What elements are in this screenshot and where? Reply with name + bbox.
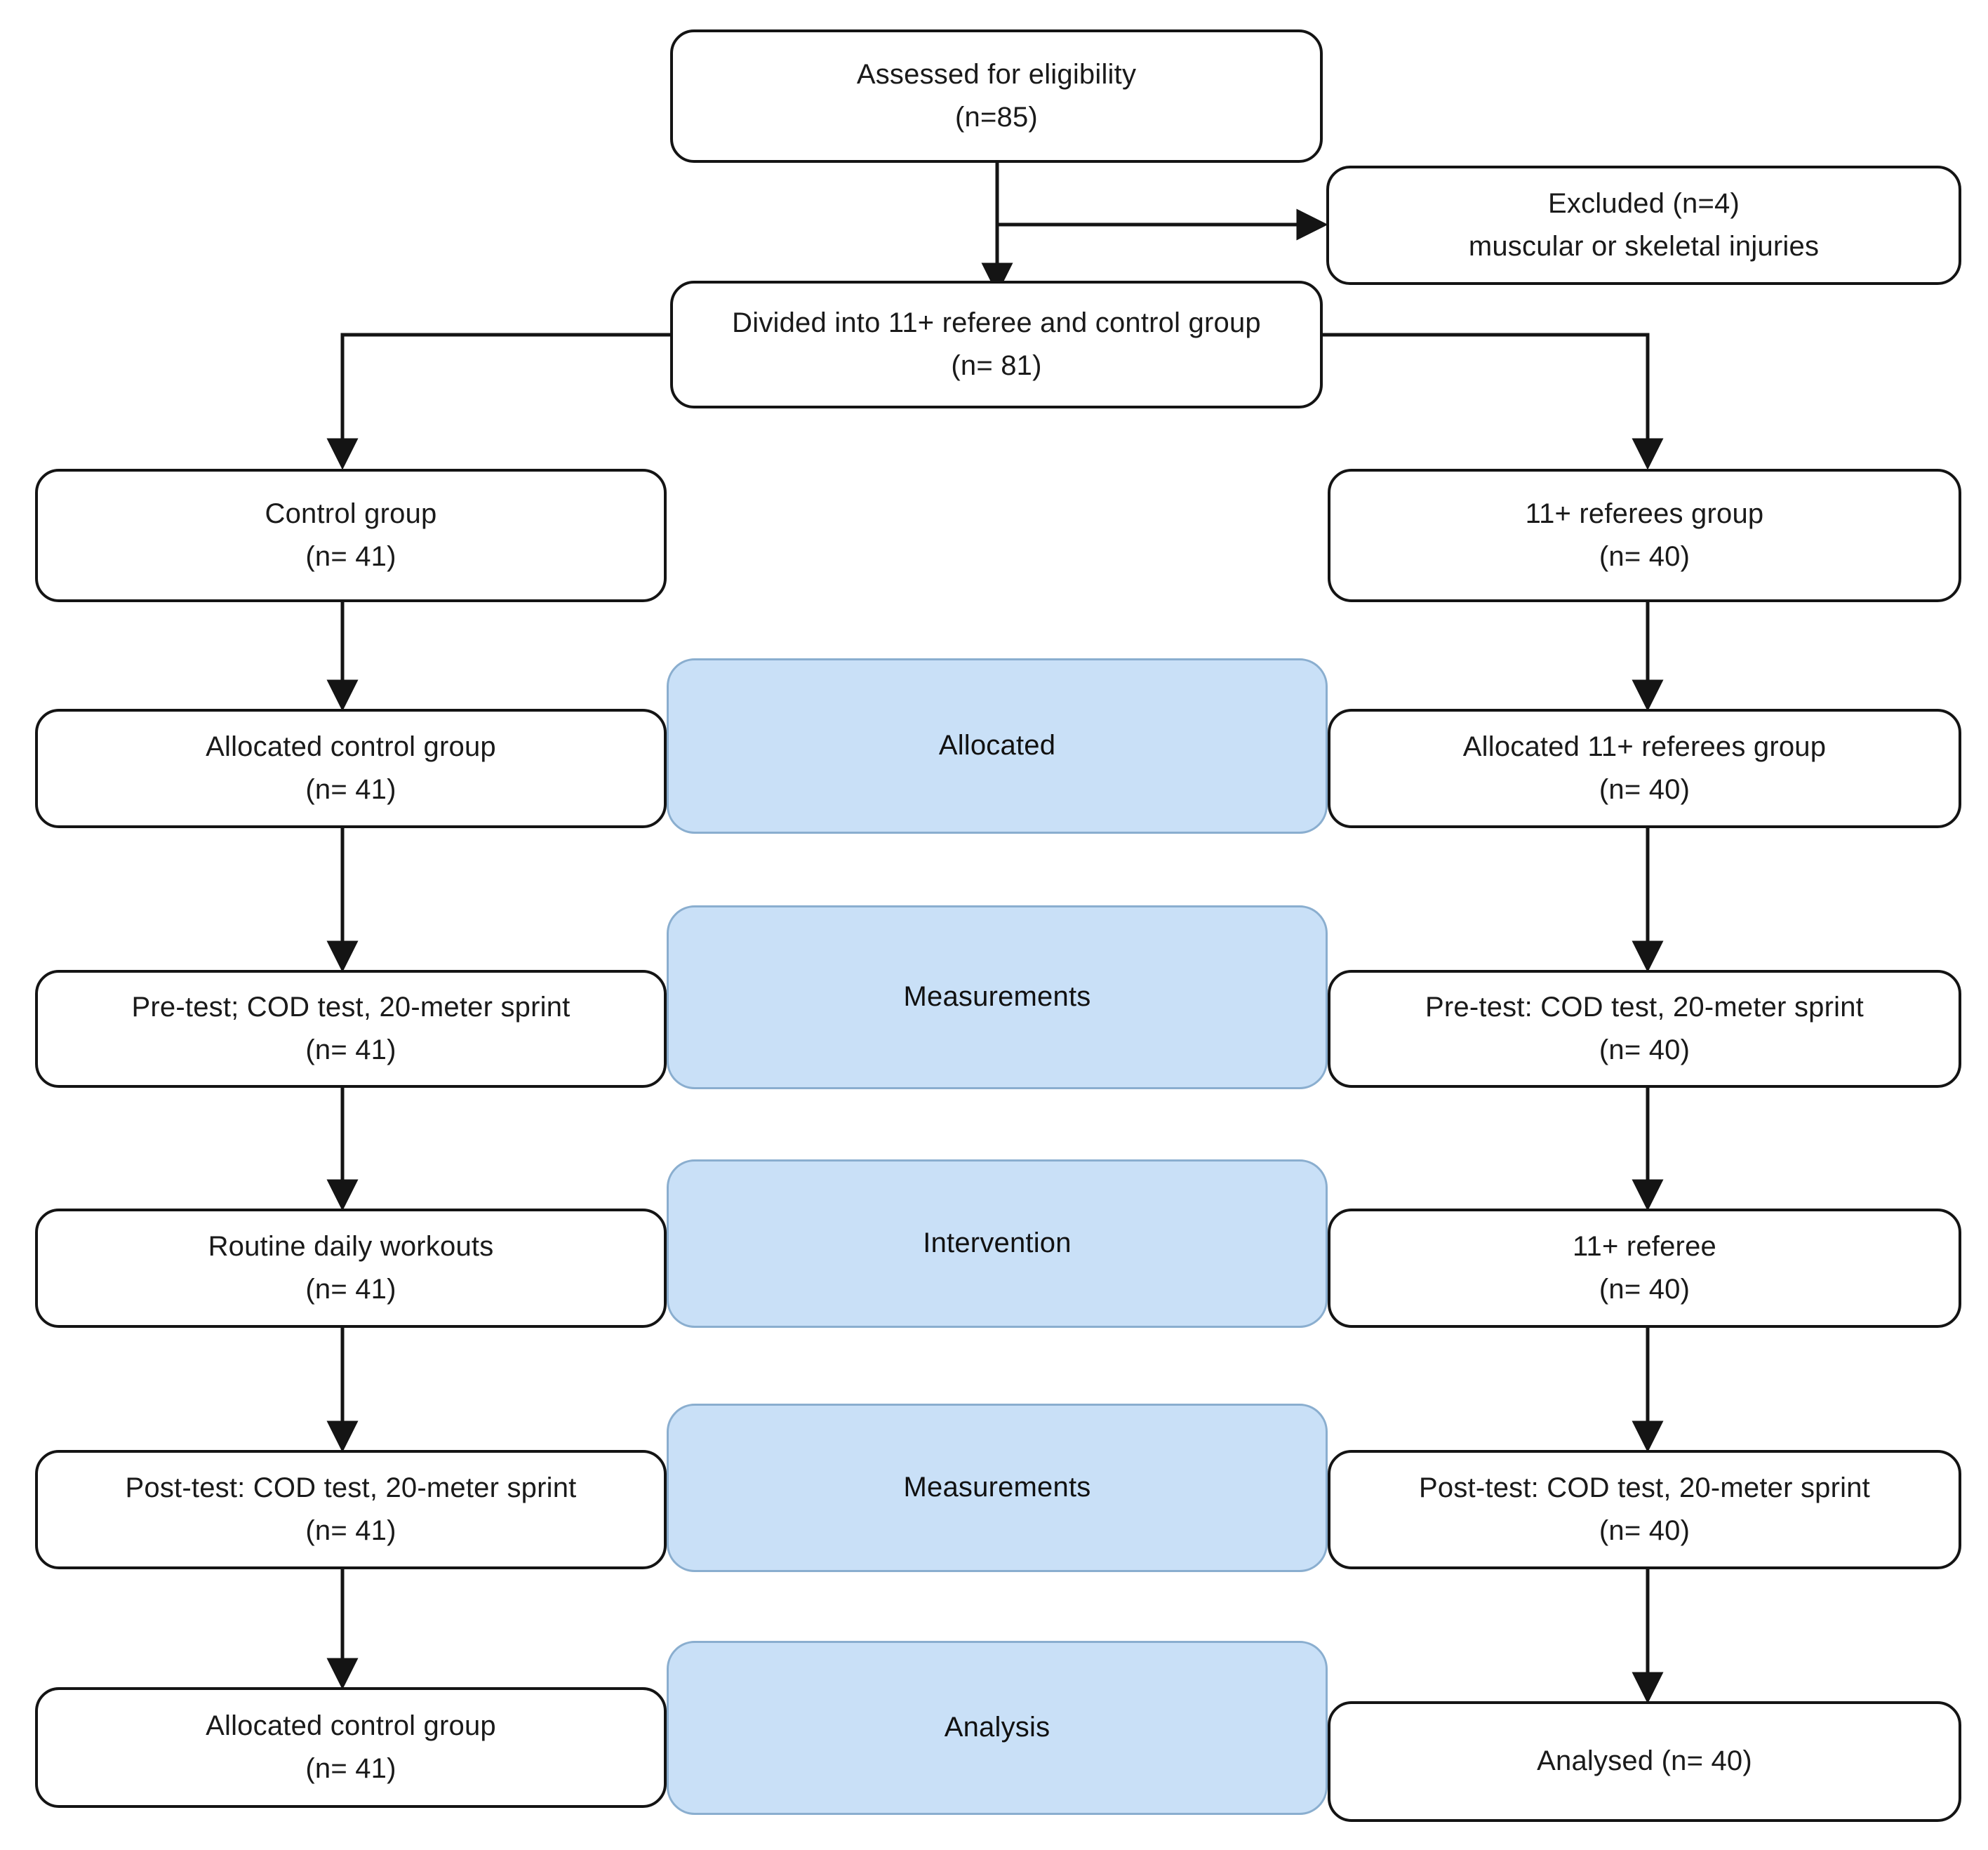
node-referees-group[interactable]: 11+ referees group (n= 40) xyxy=(1328,469,1961,602)
node-intervention-referees-line1: 11+ referee xyxy=(1573,1230,1716,1262)
node-analysis-referees-line1: Analysed (n= 40) xyxy=(1537,1745,1752,1777)
node-pretest-referees[interactable]: Pre-test: COD test, 20-meter sprint (n= … xyxy=(1328,970,1961,1088)
node-analysis-referees[interactable]: Analysed (n= 40) xyxy=(1328,1701,1961,1822)
node-intervention-control[interactable]: Routine daily workouts (n= 41) xyxy=(35,1209,667,1328)
node-pretest-control-line1: Pre-test; COD test, 20-meter sprint xyxy=(131,991,571,1023)
stage-measurements-post[interactable]: Measurements xyxy=(667,1404,1328,1572)
node-allocated-control-line2: (n= 41) xyxy=(305,774,396,805)
node-intervention-referees-line2: (n= 40) xyxy=(1599,1274,1690,1305)
node-intervention-control-line2: (n= 41) xyxy=(305,1274,396,1305)
node-posttest-control-line1: Post-test: COD test, 20-meter sprint xyxy=(125,1472,577,1503)
stage-allocated[interactable]: Allocated xyxy=(667,658,1328,834)
stage-analysis[interactable]: Analysis xyxy=(667,1641,1328,1815)
node-control-group-line1: Control group xyxy=(265,498,437,529)
node-analysis-control-line2: (n= 41) xyxy=(305,1753,396,1784)
node-excluded-line1: Excluded (n=4) xyxy=(1548,187,1740,219)
node-assessed-line2: (n=85) xyxy=(955,102,1038,133)
node-posttest-control[interactable]: Post-test: COD test, 20-meter sprint (n=… xyxy=(35,1450,667,1569)
node-allocated-control-group[interactable]: Allocated control group (n= 41) xyxy=(35,709,667,828)
node-allocated-referees-line1: Allocated 11+ referees group xyxy=(1462,731,1827,762)
node-analysis-control[interactable]: Allocated control group (n= 41) xyxy=(35,1687,667,1808)
node-allocated-referees-group[interactable]: Allocated 11+ referees group (n= 40) xyxy=(1328,709,1961,828)
node-assessed-line1: Assessed for eligibility xyxy=(856,58,1137,90)
node-pretest-referees-line2: (n= 40) xyxy=(1599,1034,1690,1065)
stage-analysis-label: Analysis xyxy=(944,1712,1050,1743)
node-divided-line1: Divided into 11+ referee and control gro… xyxy=(732,307,1261,338)
node-excluded[interactable]: Excluded (n=4) muscular or skeletal inju… xyxy=(1326,166,1961,285)
node-posttest-referees-line1: Post-test: COD test, 20-meter sprint xyxy=(1419,1472,1870,1503)
node-control-group[interactable]: Control group (n= 41) xyxy=(35,469,667,602)
node-intervention-control-line1: Routine daily workouts xyxy=(208,1230,494,1262)
node-pretest-referees-line1: Pre-test: COD test, 20-meter sprint xyxy=(1425,991,1864,1023)
stage-intervention-label: Intervention xyxy=(923,1227,1072,1259)
node-intervention-referees[interactable]: 11+ referee (n= 40) xyxy=(1328,1209,1961,1328)
node-divided-line2: (n= 81) xyxy=(951,350,1042,381)
node-divided-into-groups[interactable]: Divided into 11+ referee and control gro… xyxy=(670,281,1323,408)
node-posttest-referees[interactable]: Post-test: COD test, 20-meter sprint (n=… xyxy=(1328,1450,1961,1569)
node-pretest-control-line2: (n= 41) xyxy=(305,1034,396,1065)
node-assessed-for-eligibility[interactable]: Assessed for eligibility (n=85) xyxy=(670,29,1323,163)
stage-intervention[interactable]: Intervention xyxy=(667,1159,1328,1328)
stage-allocated-label: Allocated xyxy=(938,730,1056,761)
node-analysis-control-line1: Allocated control group xyxy=(206,1710,496,1741)
node-excluded-line2: muscular or skeletal injuries xyxy=(1468,231,1820,262)
stage-measurements-pre[interactable]: Measurements xyxy=(667,905,1328,1089)
node-pretest-control[interactable]: Pre-test; COD test, 20-meter sprint (n= … xyxy=(35,970,667,1088)
stage-measurements-pre-label: Measurements xyxy=(903,981,1091,1013)
node-allocated-referees-line2: (n= 40) xyxy=(1599,774,1690,805)
node-allocated-control-line1: Allocated control group xyxy=(206,731,496,762)
stage-measurements-post-label: Measurements xyxy=(903,1472,1091,1503)
node-posttest-referees-line2: (n= 40) xyxy=(1599,1515,1690,1546)
node-referees-group-line2: (n= 40) xyxy=(1599,541,1690,572)
node-referees-group-line1: 11+ referees group xyxy=(1525,498,1764,529)
node-posttest-control-line2: (n= 41) xyxy=(305,1515,396,1546)
node-control-group-line2: (n= 41) xyxy=(305,541,396,572)
